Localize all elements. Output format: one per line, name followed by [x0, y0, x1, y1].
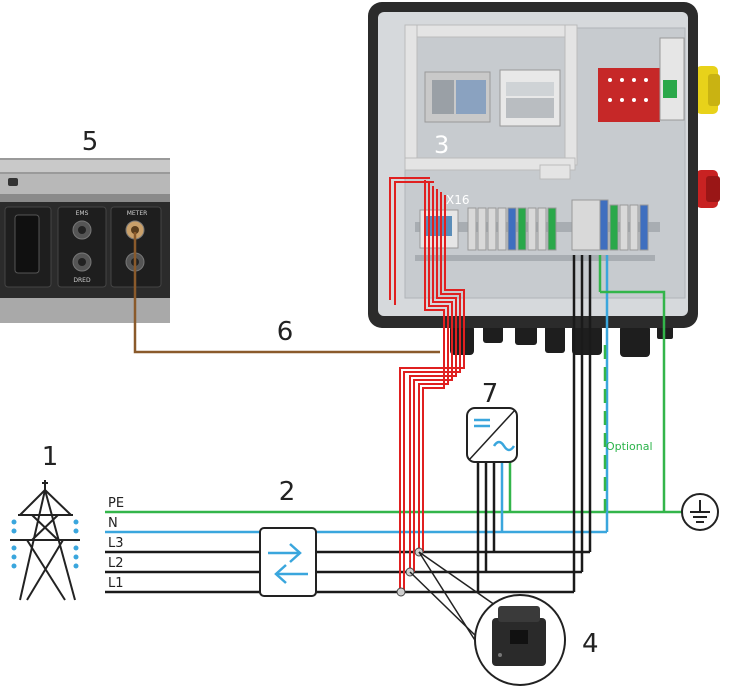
terminal-x16-label: X16: [446, 193, 470, 207]
grid-lines: [105, 510, 682, 594]
ems-port-label: EMS: [76, 210, 89, 217]
line-label-pe: PE: [108, 496, 124, 511]
callout-2: 2: [279, 477, 296, 507]
ct-clamp-icon: [474, 594, 566, 686]
callout-7: 7: [482, 379, 499, 409]
ct-leader-lines: [409, 551, 506, 646]
phase-risers: [572, 255, 592, 592]
ct-signal-wires: [389, 177, 465, 592]
pylon-insulators: [11, 519, 79, 569]
meter-port-label: METER: [127, 210, 148, 217]
callout-5: 5: [82, 127, 99, 157]
pylon-icon: [10, 480, 80, 601]
callout-4: 4: [582, 629, 599, 659]
rs485-cable: [133, 232, 440, 354]
dred-port-label: DRED: [73, 277, 91, 284]
inverter-7-wiring: [476, 460, 512, 592]
optional-label: Optional: [606, 440, 653, 453]
cabinet-label-3: 3: [434, 131, 449, 159]
ground-icon: [681, 493, 719, 531]
line-label-l2: L2: [108, 556, 124, 571]
pe-riser: [600, 290, 666, 512]
line-label-n: N: [108, 516, 118, 531]
control-cabinet: 3 X16: [368, 2, 720, 357]
callout-6: 6: [277, 317, 294, 347]
inverter-device: EMS DRED METER: [0, 158, 170, 323]
line-label-l1: L1: [108, 576, 124, 591]
inverter-icon: [466, 407, 518, 463]
bidirectional-meter-icon: [259, 527, 317, 597]
callout-1: 1: [42, 442, 59, 472]
line-label-l3: L3: [108, 536, 124, 551]
